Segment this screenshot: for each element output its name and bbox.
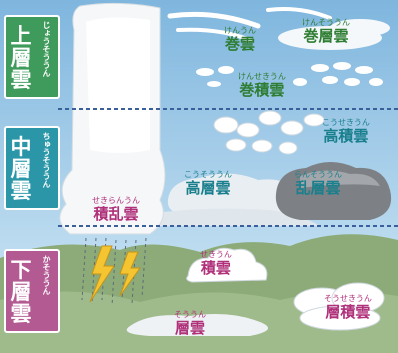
tier-upper-char-1: 上 <box>10 24 32 48</box>
tier-upper-char-3: 雲 <box>10 68 32 92</box>
tier-middle-char-2: 層 <box>10 157 32 181</box>
cloud-name: 巻積雲 <box>239 81 285 99</box>
cloud-name: 巻層雲 <box>303 27 349 45</box>
tier-upper-reading: じょうそううん <box>42 21 51 77</box>
cloud-name: 乱層雲 <box>295 179 341 197</box>
cloud-label-kensekiun: けんせきうん 巻積雲 <box>238 72 286 99</box>
cloud-label-kousekiun: こうせきうん 高積雲 <box>322 118 370 145</box>
tier-upper-label: 上 層 雲 じょうそううん <box>4 15 60 99</box>
cloud-reading: らんそううん <box>294 170 342 179</box>
cloud-reading: けんそううん <box>302 18 350 27</box>
cloud-reading: せきらんうん <box>92 196 140 205</box>
cloud-reading: そううん <box>174 310 206 319</box>
cloud-name: 高積雲 <box>323 127 369 145</box>
tier-middle-label: 中 層 雲 ちゅうそううん <box>4 126 60 210</box>
nimbostratus-cloud <box>275 162 392 220</box>
cloud-name: 層雲 <box>174 319 205 337</box>
cloud-reading: けんうん <box>224 26 256 35</box>
cloud-name: 巻雲 <box>224 35 255 53</box>
cloud-label-sekiun: せきうん 積雲 <box>200 250 232 277</box>
stratus-cloud <box>126 314 269 336</box>
cirrus-cloud <box>167 7 332 42</box>
cloud-label-sekiranun: せきらんうん 積乱雲 <box>92 196 140 223</box>
tier-lower-char-2: 層 <box>10 280 32 304</box>
cloud-name: 高層雲 <box>185 179 231 197</box>
cloud-name: 積雲 <box>200 259 231 277</box>
cloud-reading: けんせきうん <box>238 72 286 81</box>
cirrostratus-cloud <box>278 19 390 50</box>
tier-lower-char-3: 雲 <box>10 302 32 326</box>
cloud-label-kousoun: こうそううん 高層雲 <box>184 170 232 197</box>
cloud-reading: せきうん <box>200 250 232 259</box>
tier-middle-reading: ちゅうそううん <box>42 132 51 188</box>
tier-upper-char-2: 層 <box>10 46 32 70</box>
tier-middle-char-1: 中 <box>10 135 32 159</box>
cloud-reading: こうそううん <box>184 170 232 179</box>
tier-lower-char-1: 下 <box>10 258 32 282</box>
cloud-label-soun: そううん 層雲 <box>174 310 206 337</box>
cloud-reading: こうせきうん <box>322 118 370 127</box>
lightning-icon <box>89 245 141 303</box>
cumulonimbus-cloud <box>59 2 166 235</box>
cloud-label-kensoun: けんそううん 巻層雲 <box>302 18 350 45</box>
cloud-label-kenun: けんうん 巻雲 <box>224 26 256 53</box>
cloud-name: 積乱雲 <box>93 205 139 223</box>
cloud-label-sousekiun: そうせきうん 層積雲 <box>324 294 372 321</box>
tier-lower-label: 下 層 雲 かそううん <box>4 249 60 333</box>
cloud-label-ransoun: らんそううん 乱層雲 <box>294 170 342 197</box>
cloud-reading: そうせきうん <box>324 294 372 303</box>
tier-lower-reading: かそううん <box>42 255 51 295</box>
cirrocumulus-cloud <box>196 62 383 87</box>
altostratus-cloud <box>150 173 320 226</box>
stratocumulus-cloud <box>293 282 385 331</box>
tier-middle-char-3: 雲 <box>10 179 32 203</box>
cloud-name: 層積雲 <box>325 303 371 321</box>
altocumulus-cloud <box>213 110 325 155</box>
cumulus-cloud <box>186 247 268 283</box>
